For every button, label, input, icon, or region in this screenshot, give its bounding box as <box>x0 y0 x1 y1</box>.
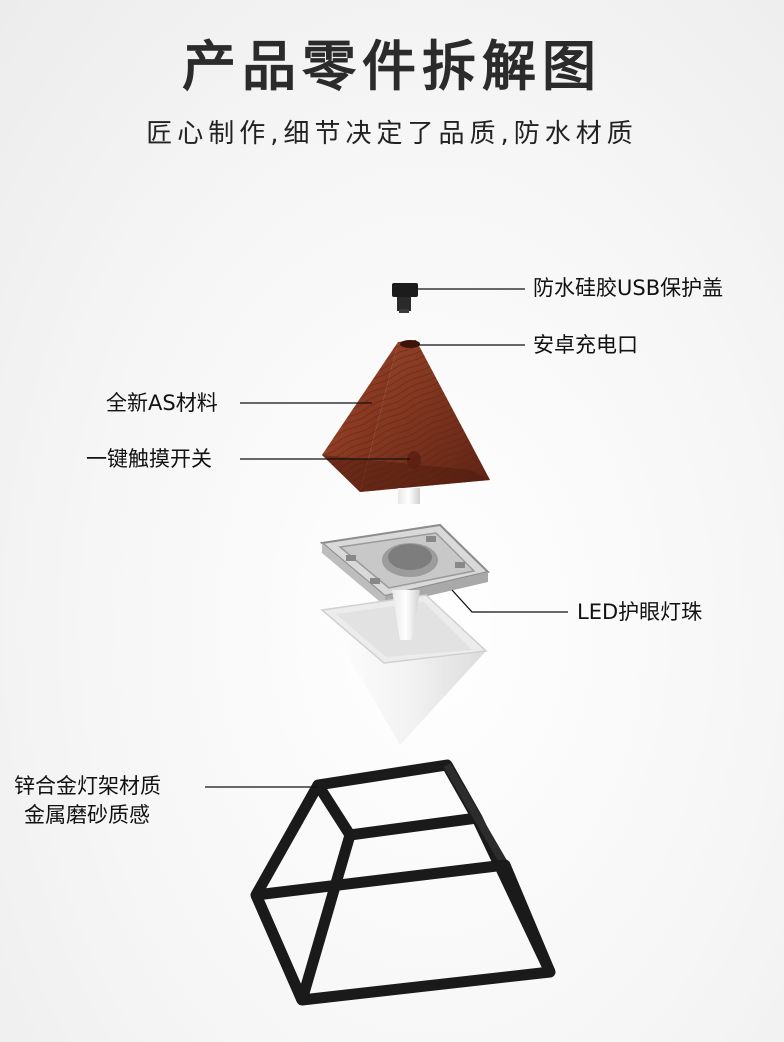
led-plate-part <box>319 523 491 606</box>
callout-lines <box>205 288 568 788</box>
page-subtitle: 匠心制作,细节决定了品质,防水材质 <box>146 119 638 149</box>
usb-cover-part <box>392 283 418 313</box>
metal-frame-part <box>250 759 556 1006</box>
callout-frame-material: 锌合金灯架材质 <box>14 774 161 798</box>
callout-as-material: 全新AS材料 <box>106 391 218 415</box>
callout-led-beads: LED护眼灯珠 <box>577 600 703 624</box>
page-title: 产品零件拆解图 <box>182 35 602 98</box>
callout-frame-finish: 金属磨砂质感 <box>24 803 150 827</box>
lamp-shade-part <box>320 590 488 745</box>
callout-charging-port: 安卓充电口 <box>533 333 638 357</box>
callout-usb-cover: 防水硅胶USB保护盖 <box>533 276 724 300</box>
wood-pyramid-part <box>322 340 490 504</box>
callout-touch-switch: 一键触摸开关 <box>86 447 212 471</box>
